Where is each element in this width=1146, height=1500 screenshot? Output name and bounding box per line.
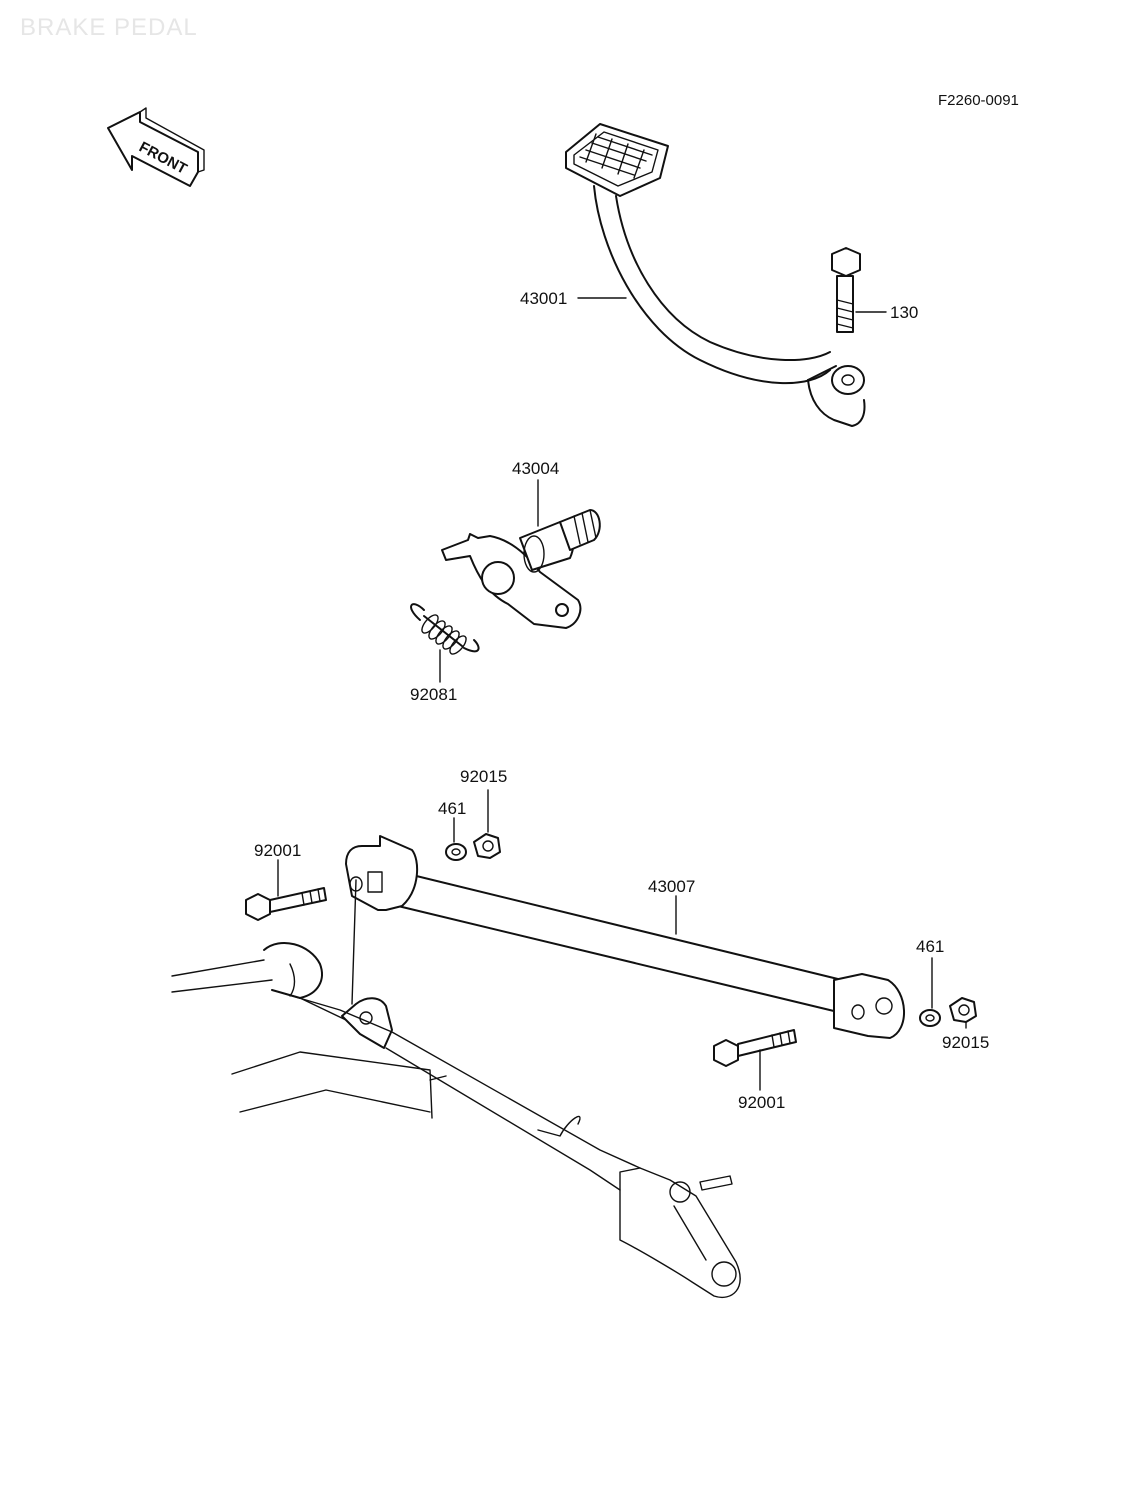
- spring-92081: [410, 603, 480, 655]
- label-92001-left: 92001: [254, 841, 301, 860]
- label-461-top: 461: [438, 799, 466, 818]
- front-arrow-icon: FRONT: [107, 107, 205, 187]
- brake-lever-43004: [441, 509, 601, 629]
- bolt-130: [831, 247, 861, 333]
- washer-461-right: [919, 1009, 941, 1027]
- nut-92015-right: [949, 997, 977, 1023]
- label-92001-right: 92001: [738, 1093, 785, 1112]
- bolt-92001-left: [245, 887, 327, 921]
- diagram-code: F2260-0091: [938, 92, 1019, 109]
- label-92015-right: 92015: [942, 1033, 989, 1052]
- diagram-title-watermark: BRAKE PEDAL: [20, 14, 198, 41]
- label-130: 130: [890, 303, 918, 322]
- nut-92015-top: [473, 833, 501, 859]
- label-43007: 43007: [648, 877, 695, 896]
- label-43001: 43001: [520, 289, 567, 308]
- washer-461-top: [445, 843, 467, 861]
- label-92081: 92081: [410, 685, 457, 704]
- leader-lines: [277, 297, 967, 1091]
- swing-arm-frame: [171, 879, 741, 1298]
- label-461-right: 461: [916, 937, 944, 956]
- label-92015-top: 92015: [460, 767, 507, 786]
- label-43004: 43004: [512, 459, 559, 478]
- brake-rod-43007: [345, 835, 905, 1039]
- brake-pedal-43001: [565, 123, 866, 427]
- bolt-92001-right: [713, 1029, 797, 1067]
